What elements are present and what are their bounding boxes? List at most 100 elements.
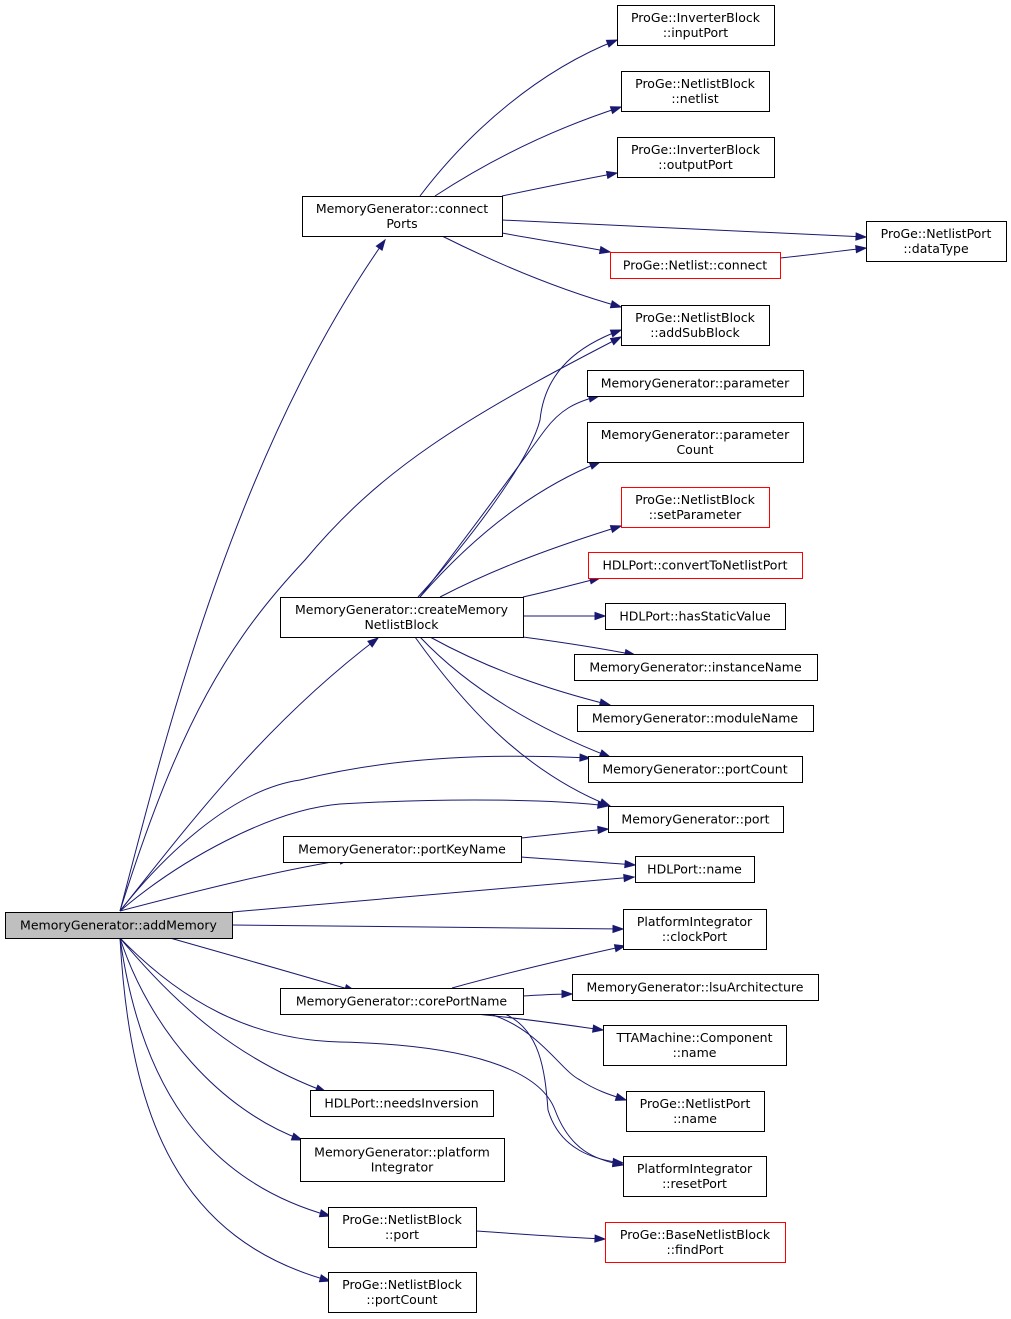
edge-core-port-name-to-nlp-name xyxy=(489,1013,628,1101)
node-label: MemoryGenerator::parameter xyxy=(601,376,790,391)
node-label: ::findPort xyxy=(667,1242,724,1257)
node-label: ::resetPort xyxy=(662,1176,727,1191)
edge-add-memory-to-nlb-port-count xyxy=(119,937,332,1283)
node-box xyxy=(623,909,767,950)
node-set-parameter[interactable]: ProGe::NetlistBlock::setParameter xyxy=(621,487,770,528)
node-clock-port[interactable]: PlatformIntegrator::clockPort xyxy=(623,909,767,950)
arrowhead xyxy=(609,336,623,346)
edge-create-memory-netlist-block-to-convert-to-netlist-port xyxy=(522,576,602,598)
edge-add-memory-to-hdl-name xyxy=(231,873,636,913)
arrowhead xyxy=(598,749,612,758)
node-label: MemoryGenerator::port xyxy=(621,812,769,827)
edge-line xyxy=(429,636,611,706)
arrowhead xyxy=(598,698,612,707)
node-nlb-port-count[interactable]: ProGe::NetlistBlock::portCount xyxy=(328,1272,477,1313)
node-label: Count xyxy=(676,442,713,457)
node-lsu-architecture[interactable]: MemoryGenerator::lsuArchitecture xyxy=(572,974,819,1001)
node-convert-to-netlist-port[interactable]: HDLPort::convertToNetlistPort xyxy=(588,552,803,579)
edge-line xyxy=(231,924,624,930)
arrowhead xyxy=(598,245,612,255)
node-hdl-name[interactable]: HDLPort::name xyxy=(635,856,755,883)
node-box xyxy=(300,1138,505,1182)
arrowhead xyxy=(613,944,627,953)
edge-add-memory-to-nlb-port xyxy=(119,937,332,1218)
node-box xyxy=(588,552,803,579)
arrowhead xyxy=(594,611,607,621)
node-label: ProGe::Netlist::connect xyxy=(623,258,767,273)
edge-line xyxy=(501,172,618,197)
arrowhead xyxy=(594,1234,607,1243)
node-module-name[interactable]: MemoryGenerator::moduleName xyxy=(577,705,814,732)
arrowhead xyxy=(855,232,868,241)
arrowhead xyxy=(597,825,610,835)
node-label: ::netlist xyxy=(671,91,718,106)
edge-core-port-name-to-comp-name xyxy=(474,1013,605,1033)
edge-add-memory-to-add-sub-block xyxy=(119,336,623,912)
node-nlp-name[interactable]: ProGe::NetlistPort::name xyxy=(626,1091,765,1132)
edge-line xyxy=(419,461,601,598)
edge-nlb-port-to-find-port xyxy=(475,1230,607,1243)
arrowhead xyxy=(375,238,386,252)
node-box xyxy=(866,221,1007,262)
node-label: Ports xyxy=(386,216,417,231)
edge-line xyxy=(504,1013,624,1164)
node-label: ::name xyxy=(673,1111,717,1126)
node-inv-output-port[interactable]: ProGe::InverterBlock::outputPort xyxy=(617,137,775,178)
node-label: MemoryGenerator::parameter xyxy=(601,427,790,442)
node-box xyxy=(280,597,524,638)
node-nlb-netlist[interactable]: ProGe::NetlistBlock::netlist xyxy=(621,71,770,112)
node-create-memory-netlist-block[interactable]: MemoryGenerator::createMemoryNetlistBloc… xyxy=(280,597,524,638)
node-port-key-name[interactable]: MemoryGenerator::portKeyName xyxy=(283,836,522,863)
node-box xyxy=(574,654,818,681)
node-core-port-name[interactable]: MemoryGenerator::corePortName xyxy=(280,988,524,1015)
edge-line xyxy=(119,937,331,1217)
node-mg-port[interactable]: MemoryGenerator::port xyxy=(608,806,784,833)
node-label: ProGe::NetlistBlock xyxy=(635,310,756,325)
arrowhead xyxy=(561,989,574,999)
node-find-port[interactable]: ProGe::BaseNetlistBlock::findPort xyxy=(605,1222,786,1263)
arrowhead xyxy=(609,106,623,115)
node-needs-inversion[interactable]: HDLPort::needsInversion xyxy=(310,1090,494,1117)
node-layer: MemoryGenerator::addMemoryMemoryGenerato… xyxy=(5,5,1007,1313)
node-label: HDLPort::needsInversion xyxy=(324,1096,478,1111)
edge-line xyxy=(520,828,609,839)
arrowhead xyxy=(605,39,619,48)
edge-line xyxy=(489,1013,627,1101)
edge-line xyxy=(119,637,379,912)
arrowhead xyxy=(598,798,612,807)
node-inv-input-port[interactable]: ProGe::InverterBlock::inputPort xyxy=(617,5,775,46)
edge-add-memory-to-create-memory-netlist-block xyxy=(119,637,380,912)
node-box xyxy=(635,856,755,883)
node-box xyxy=(610,252,781,279)
node-reset-port[interactable]: PlatformIntegrator::resetPort xyxy=(623,1156,767,1197)
node-has-static-value[interactable]: HDLPort::hasStaticValue xyxy=(605,603,786,630)
node-box xyxy=(328,1207,477,1248)
node-box xyxy=(617,5,775,46)
node-add-memory[interactable]: MemoryGenerator::addMemory xyxy=(5,912,233,939)
node-box xyxy=(328,1272,477,1313)
node-label: MemoryGenerator::connect xyxy=(316,201,488,216)
node-netlist-connect[interactable]: ProGe::Netlist::connect xyxy=(610,252,781,279)
node-box xyxy=(283,836,522,863)
node-comp-name[interactable]: TTAMachine::Component::name xyxy=(603,1025,787,1066)
edge-port-key-name-to-mg-port xyxy=(520,825,610,839)
edge-connect-ports-to-netlist-connect xyxy=(501,232,612,255)
node-add-sub-block[interactable]: ProGe::NetlistBlock::addSubBlock xyxy=(621,305,770,346)
edge-line xyxy=(441,235,622,308)
arrowhead xyxy=(612,924,625,934)
node-nlb-port[interactable]: ProGe::NetlistBlock::port xyxy=(328,1207,477,1248)
edge-create-memory-netlist-block-to-mg-port xyxy=(414,636,612,807)
node-parameter[interactable]: MemoryGenerator::parameter xyxy=(587,370,804,397)
node-instance-name[interactable]: MemoryGenerator::instanceName xyxy=(574,654,818,681)
node-nlp-data-type[interactable]: ProGe::NetlistPort::dataType xyxy=(866,221,1007,262)
edge-line xyxy=(119,755,591,912)
arrowhead xyxy=(612,1157,625,1167)
node-port-count[interactable]: MemoryGenerator::portCount xyxy=(588,756,803,783)
arrowhead xyxy=(623,873,636,883)
edge-line xyxy=(522,577,601,598)
edge-line xyxy=(451,945,626,989)
